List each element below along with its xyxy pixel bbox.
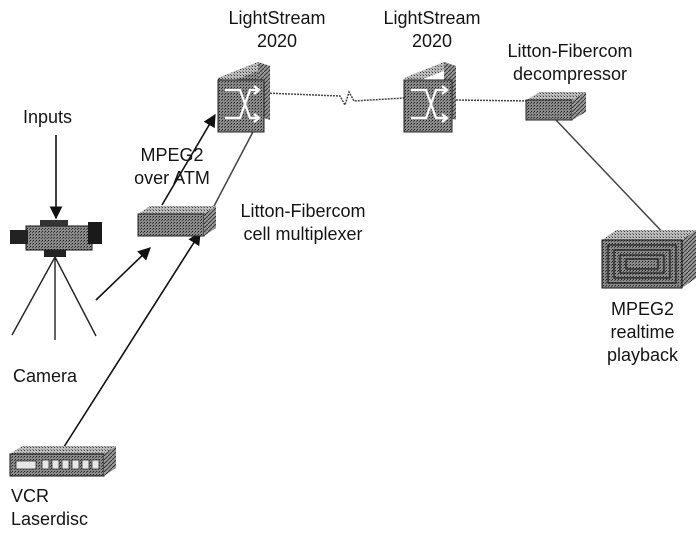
multiplexer-name: Litton-Fibercom bbox=[240, 201, 366, 221]
vcr-label: VCR bbox=[11, 486, 50, 506]
inputs-label: Inputs bbox=[23, 107, 73, 127]
mpeg2-over-atm-arrow bbox=[161, 113, 216, 206]
mpeg2-label: MPEG2 bbox=[140, 145, 204, 165]
playback-line-1: MPEG2 bbox=[610, 299, 675, 319]
atm-switch-icon bbox=[403, 62, 456, 133]
decompressor-name: Litton-Fibercom bbox=[507, 41, 633, 61]
decompressor-desc: decompressor bbox=[512, 64, 628, 84]
connection-lines bbox=[212, 90, 669, 239]
lightstream-1-model: 2020 bbox=[256, 31, 298, 51]
vcr-laserdisc-label: VCR Laserdisc bbox=[11, 485, 88, 531]
video-camera-icon bbox=[10, 220, 102, 340]
display-icon bbox=[601, 230, 696, 289]
multiplexer-icon bbox=[137, 206, 216, 237]
arrows bbox=[49, 113, 216, 451]
lightstream-2-name: LightStream bbox=[383, 8, 481, 28]
lightstream-1-label: LightStream 2020 bbox=[212, 7, 342, 53]
camera-label: Camera bbox=[13, 366, 78, 386]
playback-line-3: playback bbox=[606, 345, 679, 365]
lightstream-1-name: LightStream bbox=[228, 8, 326, 28]
atm-switch-icon bbox=[217, 62, 270, 133]
multiplexer-to-switch-link bbox=[212, 127, 256, 209]
multiplexer-label: Litton-Fibercom cell multiplexer bbox=[218, 200, 388, 246]
vcr-laserdisc-icon bbox=[9, 446, 116, 477]
trunk-link-to-decompressor bbox=[455, 99, 531, 102]
camera-to-multiplexer-arrow bbox=[95, 247, 151, 301]
decompressor-label: Litton-Fibercom decompressor bbox=[485, 40, 655, 86]
playback-line-2: realtime bbox=[610, 322, 675, 342]
lightstream-2-label: LightStream 2020 bbox=[367, 7, 497, 53]
decompressor-icon bbox=[525, 92, 586, 121]
vcr-to-multiplexer-arrow bbox=[61, 231, 201, 451]
decompressor-to-display-link bbox=[555, 119, 669, 239]
trunk-link-zigzag bbox=[263, 90, 405, 107]
playback-label: MPEG2 realtime playback bbox=[590, 298, 695, 367]
mpeg2-over-atm-label: MPEG2 over ATM bbox=[112, 144, 232, 190]
over-atm-label: over ATM bbox=[134, 168, 210, 188]
multiplexer-desc: cell multiplexer bbox=[243, 224, 363, 244]
laserdisc-label: Laserdisc bbox=[11, 509, 89, 529]
lightstream-2-model: 2020 bbox=[411, 31, 453, 51]
